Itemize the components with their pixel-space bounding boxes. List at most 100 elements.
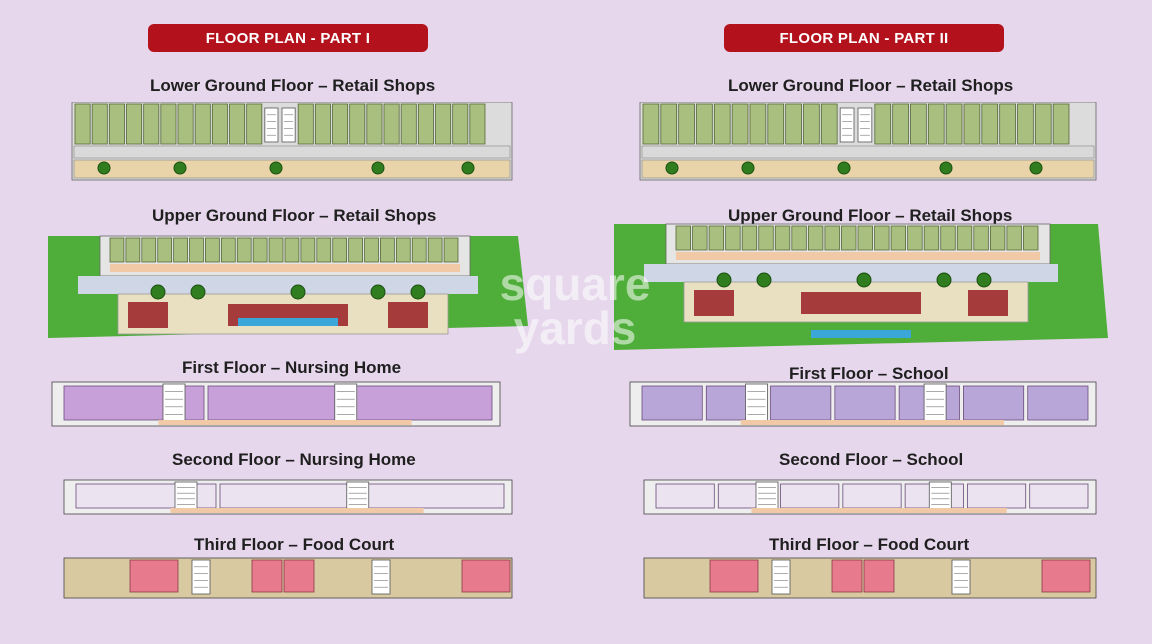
shop-unit bbox=[923, 225, 940, 251]
shop-unit bbox=[874, 225, 890, 251]
corridor bbox=[110, 264, 460, 272]
shop-unit bbox=[1052, 103, 1070, 145]
shop-unit bbox=[927, 103, 945, 145]
corridor bbox=[73, 145, 511, 159]
room-unit bbox=[655, 483, 715, 509]
shop-unit bbox=[696, 103, 713, 145]
shop-unit bbox=[349, 103, 366, 145]
corridor bbox=[676, 252, 1040, 260]
shop-unit bbox=[400, 103, 417, 145]
planter-block bbox=[128, 302, 168, 328]
planter-block bbox=[801, 292, 921, 314]
driveway bbox=[644, 264, 1058, 282]
tree-icon bbox=[150, 284, 166, 300]
shop-unit bbox=[675, 225, 691, 251]
shop-unit bbox=[741, 225, 758, 251]
p1-third-floor-plan bbox=[62, 556, 514, 602]
shop-unit bbox=[284, 237, 300, 263]
stair-core bbox=[174, 481, 198, 511]
shop-unit bbox=[91, 103, 108, 145]
shop-unit bbox=[143, 103, 160, 145]
shop-unit bbox=[890, 225, 907, 251]
shop-unit bbox=[1034, 103, 1052, 145]
part-1-header: FLOOR PLAN - PART I bbox=[148, 24, 428, 52]
p1-first-floor-plan bbox=[50, 380, 530, 432]
shop-unit bbox=[314, 103, 331, 145]
stair-core bbox=[264, 107, 279, 143]
room-unit bbox=[1029, 483, 1089, 509]
tree-icon bbox=[370, 284, 386, 300]
shop-unit bbox=[189, 237, 204, 263]
stair-core bbox=[857, 107, 873, 143]
shop-unit bbox=[364, 237, 379, 263]
shop-unit bbox=[126, 103, 143, 145]
tree-icon bbox=[665, 161, 679, 175]
watermark-logo: square yards bbox=[455, 258, 695, 362]
p1-upper-ground-plan bbox=[48, 226, 528, 348]
p2-second-floor-title: Second Floor – School bbox=[779, 450, 964, 469]
shop-unit bbox=[708, 225, 725, 251]
shop-unit bbox=[469, 103, 486, 145]
shop-unit bbox=[160, 103, 177, 145]
shop-unit bbox=[749, 103, 767, 145]
tree-icon bbox=[756, 272, 772, 288]
tree-icon bbox=[410, 284, 426, 300]
corridor bbox=[641, 145, 1095, 159]
shop-unit bbox=[173, 237, 188, 263]
watermark-line-2: yards bbox=[513, 302, 637, 354]
shop-unit bbox=[297, 103, 314, 145]
tree-icon bbox=[741, 161, 755, 175]
stair-core bbox=[771, 559, 791, 595]
shop-unit bbox=[824, 225, 840, 251]
stair-core bbox=[162, 383, 186, 423]
tree-icon bbox=[837, 161, 851, 175]
shop-unit bbox=[678, 103, 695, 145]
shop-unit bbox=[963, 103, 981, 145]
shop-unit bbox=[74, 103, 91, 145]
shop-unit bbox=[316, 237, 332, 263]
room-unit bbox=[780, 483, 840, 509]
food-stall bbox=[129, 559, 179, 593]
shop-unit bbox=[348, 237, 363, 263]
stair-core bbox=[745, 383, 768, 423]
food-stall bbox=[863, 559, 895, 593]
shop-unit bbox=[108, 103, 125, 145]
tree-icon bbox=[936, 272, 952, 288]
room-unit bbox=[351, 385, 493, 421]
p1-lower-ground-plan bbox=[62, 102, 514, 182]
shop-unit bbox=[892, 103, 909, 145]
shop-unit bbox=[125, 237, 141, 263]
shop-unit bbox=[246, 103, 263, 145]
shop-unit bbox=[300, 237, 316, 263]
shop-unit bbox=[427, 237, 443, 263]
stair-core bbox=[928, 481, 952, 511]
p2-third-floor-plan bbox=[642, 556, 1098, 602]
shop-unit bbox=[981, 103, 999, 145]
room-unit bbox=[207, 385, 349, 421]
corridor bbox=[751, 508, 1007, 513]
part-2-header: FLOOR PLAN - PART II bbox=[724, 24, 1004, 52]
shop-unit bbox=[807, 225, 824, 251]
shop-unit bbox=[141, 237, 157, 263]
p1-third-floor-title: Third Floor – Food Court bbox=[194, 535, 395, 554]
p2-lower-ground-plan bbox=[630, 102, 1098, 182]
p1-upper-ground-title: Upper Ground Floor – Retail Shops bbox=[152, 206, 437, 225]
tree-icon bbox=[461, 161, 475, 175]
watermark-line-1: square bbox=[499, 258, 651, 310]
shop-unit bbox=[945, 103, 963, 145]
tree-icon bbox=[371, 161, 385, 175]
shop-unit bbox=[205, 237, 220, 263]
tree-icon bbox=[173, 161, 187, 175]
room-unit bbox=[641, 385, 703, 421]
stair-core bbox=[346, 481, 370, 511]
p2-first-floor-title: First Floor – School bbox=[789, 364, 949, 383]
tree-icon bbox=[939, 161, 953, 175]
food-stall bbox=[1041, 559, 1091, 593]
p2-first-floor-plan bbox=[628, 380, 1098, 432]
p1-lower-ground-title: Lower Ground Floor – Retail Shops bbox=[150, 76, 436, 95]
shop-unit bbox=[366, 103, 383, 145]
food-stall bbox=[709, 559, 759, 593]
room-unit bbox=[1027, 385, 1089, 421]
food-stall bbox=[283, 559, 315, 593]
stair-core bbox=[281, 107, 296, 143]
